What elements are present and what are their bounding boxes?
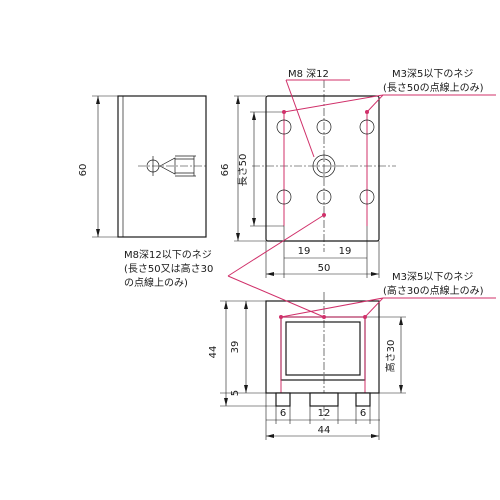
top-hole-5 xyxy=(316,189,332,205)
top-dim-50-arrow-top xyxy=(252,112,256,120)
front-dim-right-slot: 6 xyxy=(360,408,366,419)
top-dim-height: 66 xyxy=(220,164,231,177)
front-dim-39-arrow-bottom xyxy=(244,385,248,393)
top-dim-66-arrow-top xyxy=(236,96,240,104)
leader-m3-top-left xyxy=(283,94,384,113)
front-dim-left-slot: 6 xyxy=(280,408,286,419)
side-dim-arrow-top xyxy=(96,96,100,104)
front-dim-width: 44 xyxy=(318,425,331,436)
side-view-thread-cone xyxy=(159,157,176,175)
side-view: 60 xyxy=(78,95,207,238)
top-view: 66 長さ50 19 19 50 xyxy=(220,80,396,278)
leader-dot-mid-top xyxy=(322,213,326,217)
leader-m3-bottom-left xyxy=(280,297,384,318)
front-dim-total-height: 44 xyxy=(208,346,219,359)
top-dim-66-arrow-bottom xyxy=(236,233,240,241)
front-dim-44-arrow-bottom xyxy=(224,398,228,406)
note-m3-top-1: M3深5以下のネジ xyxy=(392,68,473,80)
front-dim-width-arrow-left xyxy=(266,434,274,438)
leader-dot-front-left xyxy=(279,315,283,319)
leader-dot-mid-front xyxy=(322,315,326,319)
annotations: M8 深12 M3深5以下のネジ (長さ50の点線上のみ) M8深12以下のネジ… xyxy=(124,68,496,319)
front-dim-30-arrow-top xyxy=(399,317,403,325)
leader-m3-bottom-right xyxy=(364,297,384,318)
note-m3-bottom-2: (高さ30の点線上のみ) xyxy=(383,284,484,297)
top-dim-width-arrow-right xyxy=(371,272,379,276)
note-m3-bottom-1: M3深5以下のネジ xyxy=(392,271,473,283)
top-hole-2 xyxy=(316,119,332,135)
front-view-window-inner xyxy=(285,321,361,376)
front-foot-center xyxy=(309,392,339,407)
top-dim-width: 50 xyxy=(318,263,331,274)
leader-m8-left-to-front xyxy=(227,275,325,318)
top-dim-width-arrow-left xyxy=(266,272,274,276)
top-dim-right-pitch: 19 xyxy=(339,246,352,257)
front-dim-39-arrow-top xyxy=(244,301,248,309)
note-m8-left-1: M8深12以下のネジ xyxy=(124,249,212,261)
top-hole-1 xyxy=(276,119,292,135)
leader-m8-top xyxy=(285,79,315,158)
side-view-body xyxy=(117,95,207,238)
leader-dot-front-right xyxy=(363,315,367,319)
front-dim-width-arrow-right xyxy=(371,434,379,438)
front-dim-44-arrow-top xyxy=(224,301,228,309)
leader-dot-top-right xyxy=(365,110,369,114)
front-foot-left xyxy=(275,392,291,407)
top-hole-3 xyxy=(359,119,375,135)
front-view: 44 39 5 高さ30 6 12 6 44 xyxy=(208,292,406,440)
top-hole-4 xyxy=(276,189,292,205)
front-dim-inner-height: 39 xyxy=(230,341,241,354)
leader-dot-top-left xyxy=(282,110,286,114)
top-dim-left-pitch: 19 xyxy=(298,246,311,257)
top-center-hole-inner xyxy=(316,158,332,174)
front-dim-center-slot: 12 xyxy=(318,408,331,419)
note-m8-left-3: の点線上のみ) xyxy=(124,276,188,289)
leader-m8-left-to-top xyxy=(227,214,325,277)
top-view-body xyxy=(265,95,380,242)
side-dim-height: 60 xyxy=(78,164,89,177)
front-dim-bottom: 5 xyxy=(230,390,241,396)
top-dim-length-label: 長さ50 xyxy=(237,154,249,187)
leader-m3-top-right xyxy=(366,94,384,113)
note-m8-top: M8 深12 xyxy=(288,68,329,80)
front-foot-right xyxy=(355,392,371,407)
front-dim-30-arrow-bottom xyxy=(399,385,403,393)
top-center-hole-outer xyxy=(312,154,336,178)
top-hole-6 xyxy=(359,189,375,205)
side-dim-arrow-bottom xyxy=(96,229,100,237)
note-m3-top-2: (長さ50の点線上のみ) xyxy=(383,81,484,94)
note-m8-left-2: (長さ50又は高さ30 xyxy=(124,262,213,275)
front-dim-height-label: 高さ30 xyxy=(384,340,397,373)
top-dim-50-arrow-bottom xyxy=(252,218,256,226)
